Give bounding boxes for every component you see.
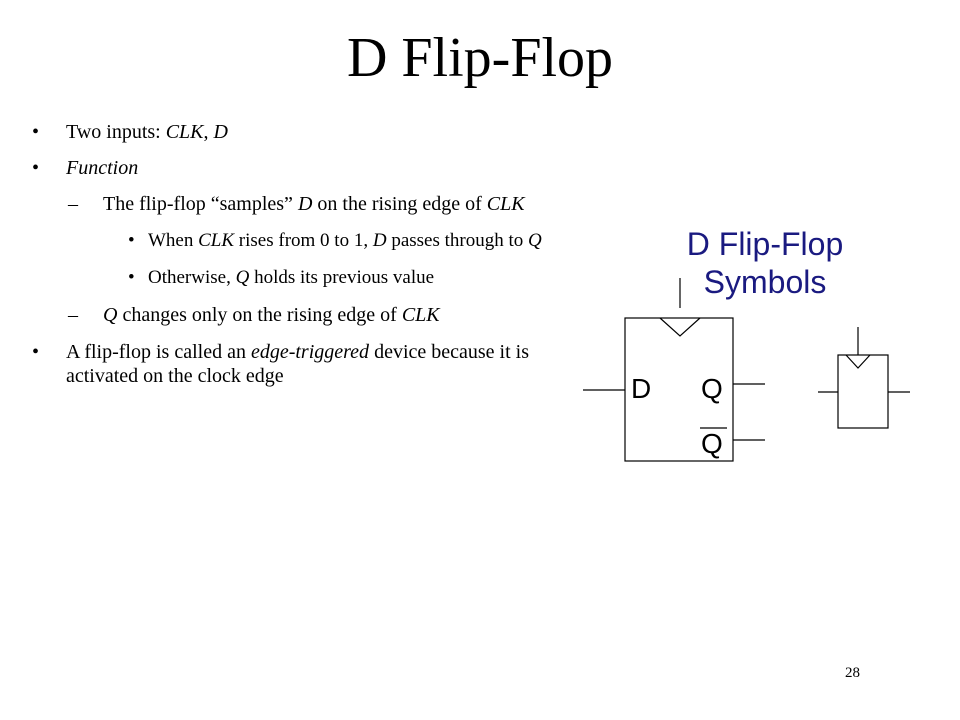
qbar-label: Q	[701, 428, 723, 459]
dash-marker: –	[68, 193, 78, 215]
bullet-text: rises from 0 to 1,	[234, 230, 373, 251]
bullet-text: Otherwise,	[148, 267, 236, 288]
slide-title: D Flip-Flop	[346, 27, 614, 89]
bullet-text: device because it is activated on the cl…	[66, 341, 529, 387]
subsubbullet-clk-rises: • When CLK rises from 0 to 1, D passes t…	[30, 229, 565, 253]
symbols-title-line2: Symbols	[703, 264, 827, 300]
bullet-two-inputs: • Two inputs: CLK, D	[30, 120, 565, 144]
bullet-marker: •	[32, 157, 40, 179]
page-number: 28	[845, 665, 860, 681]
q-term: Q	[235, 267, 250, 288]
bullet-text: A flip-flop is called an	[66, 341, 251, 363]
function-term: Function	[66, 157, 139, 179]
d-term: D	[297, 193, 313, 215]
bullet-text: on the rising edge of	[312, 193, 487, 215]
bullet-marker: •	[32, 341, 40, 363]
bullet-text: Two inputs:	[66, 121, 166, 143]
symbols-title-line1: D Flip-Flop	[686, 226, 844, 262]
bullet-function: • Function	[30, 156, 565, 180]
clk-term: CLK	[165, 121, 204, 143]
bullet-marker: •	[128, 230, 135, 251]
bullet-text: The flip-flop “samples”	[103, 193, 298, 215]
bullet-text: ,	[203, 121, 214, 143]
clk-term: CLK	[486, 193, 525, 215]
d-term: D	[372, 230, 387, 251]
clk-term: CLK	[401, 304, 440, 326]
dash-marker: –	[68, 304, 78, 326]
d-term: D	[213, 121, 228, 143]
bullet-text: When	[148, 230, 199, 251]
q-label: Q	[701, 373, 723, 404]
edge-triggered-term: edge-triggered	[250, 341, 370, 363]
clock-triangle	[659, 317, 701, 337]
d-label: D	[631, 373, 651, 404]
small-clock-triangle	[845, 354, 871, 369]
bullet-marker: •	[128, 267, 135, 288]
q-term: Q	[103, 304, 118, 326]
small-flip-flop-box	[837, 354, 889, 429]
bullet-text: holds its previous value	[249, 267, 435, 288]
bullet-text: changes only on the rising edge of	[117, 304, 402, 326]
bullet-marker: •	[32, 121, 40, 143]
subbullet-q-changes: – Q changes only on the rising edge of C…	[30, 303, 565, 327]
subsubbullet-otherwise: • Otherwise, Q holds its previous value	[30, 266, 565, 290]
bullet-list: • Two inputs: CLK, D • Function – The fl…	[30, 120, 565, 400]
subbullet-samples: – The flip-flop “samples” D on the risin…	[30, 192, 565, 216]
clk-term: CLK	[198, 230, 235, 251]
symbols-title: D Flip-Flop Symbols	[640, 225, 890, 301]
bullet-edge-triggered: • A flip-flop is called an edge-triggere…	[30, 340, 565, 388]
q-term: Q	[528, 230, 542, 251]
bullet-text: passes through to	[386, 230, 529, 251]
